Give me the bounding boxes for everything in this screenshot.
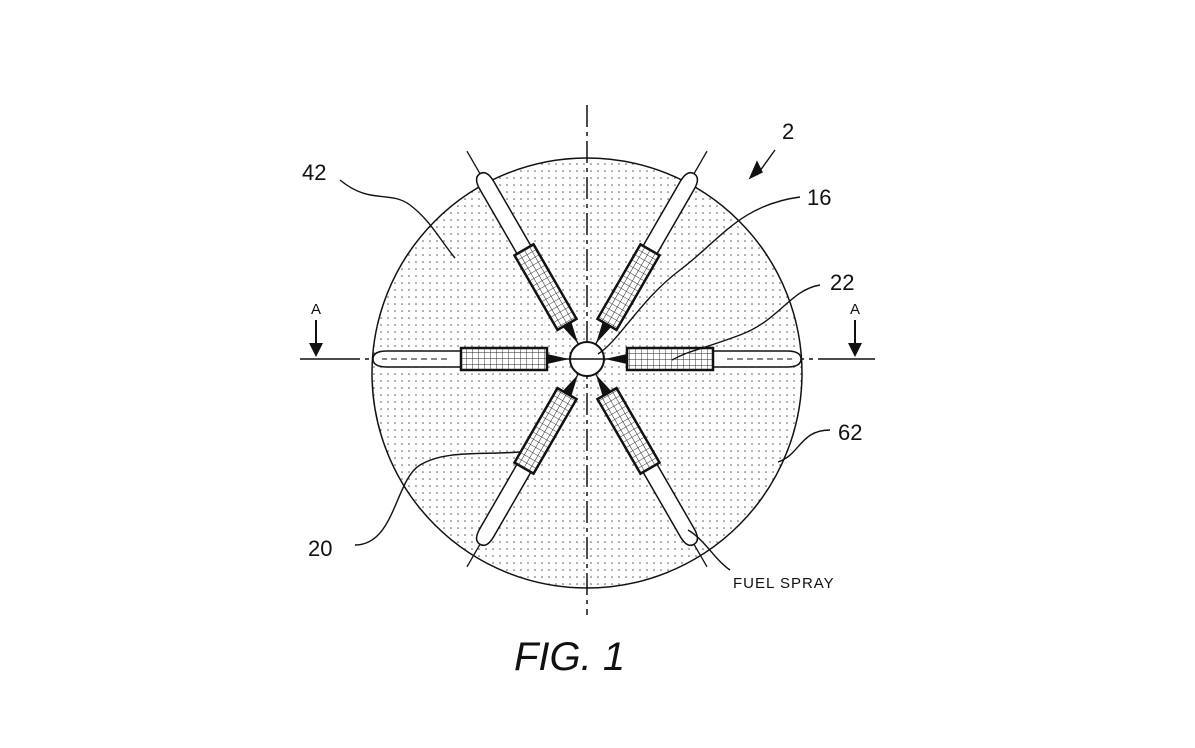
section-label-left: A <box>311 301 322 318</box>
injector-arm <box>605 346 802 372</box>
label-fuel-spray: FUEL SPRAY <box>733 575 835 592</box>
injector-arms <box>372 150 802 568</box>
nozzle-jet <box>605 354 627 364</box>
hatched-element-fill <box>461 348 547 370</box>
fuel-spray-plume <box>642 463 699 547</box>
section-label-right: A <box>850 301 861 318</box>
fuel-spray-plume <box>475 463 532 547</box>
figure-caption: FIG. 1 <box>514 635 625 679</box>
injector-arm <box>466 150 588 360</box>
hatched-element-fill <box>627 348 713 370</box>
nozzle-jet <box>596 374 612 397</box>
injector-arm <box>586 358 708 568</box>
nozzle-jet <box>562 374 578 397</box>
injector-arm <box>586 150 708 360</box>
label-42: 42 <box>302 160 326 185</box>
hatched-element-fill <box>597 244 660 330</box>
label-2: 2 <box>782 119 794 144</box>
injector-arm <box>372 346 569 372</box>
label-62: 62 <box>838 420 862 445</box>
nozzle-jet <box>547 354 569 364</box>
hatched-element-fill <box>514 244 577 330</box>
section-arrow-left: A <box>309 301 323 357</box>
label-20: 20 <box>308 536 332 561</box>
injector-arm <box>466 358 588 568</box>
leader-lines <box>339 149 831 571</box>
nozzle-jet <box>596 321 612 344</box>
label-16: 16 <box>807 185 831 210</box>
hatched-element-fill <box>514 388 577 474</box>
hatched-element-fill <box>597 388 660 474</box>
fuel-spray-plume <box>475 171 532 255</box>
nozzle-jet <box>562 321 578 344</box>
label-22: 22 <box>830 270 854 295</box>
fuel-spray-plume <box>642 171 699 255</box>
section-arrow-right: A <box>848 301 862 357</box>
